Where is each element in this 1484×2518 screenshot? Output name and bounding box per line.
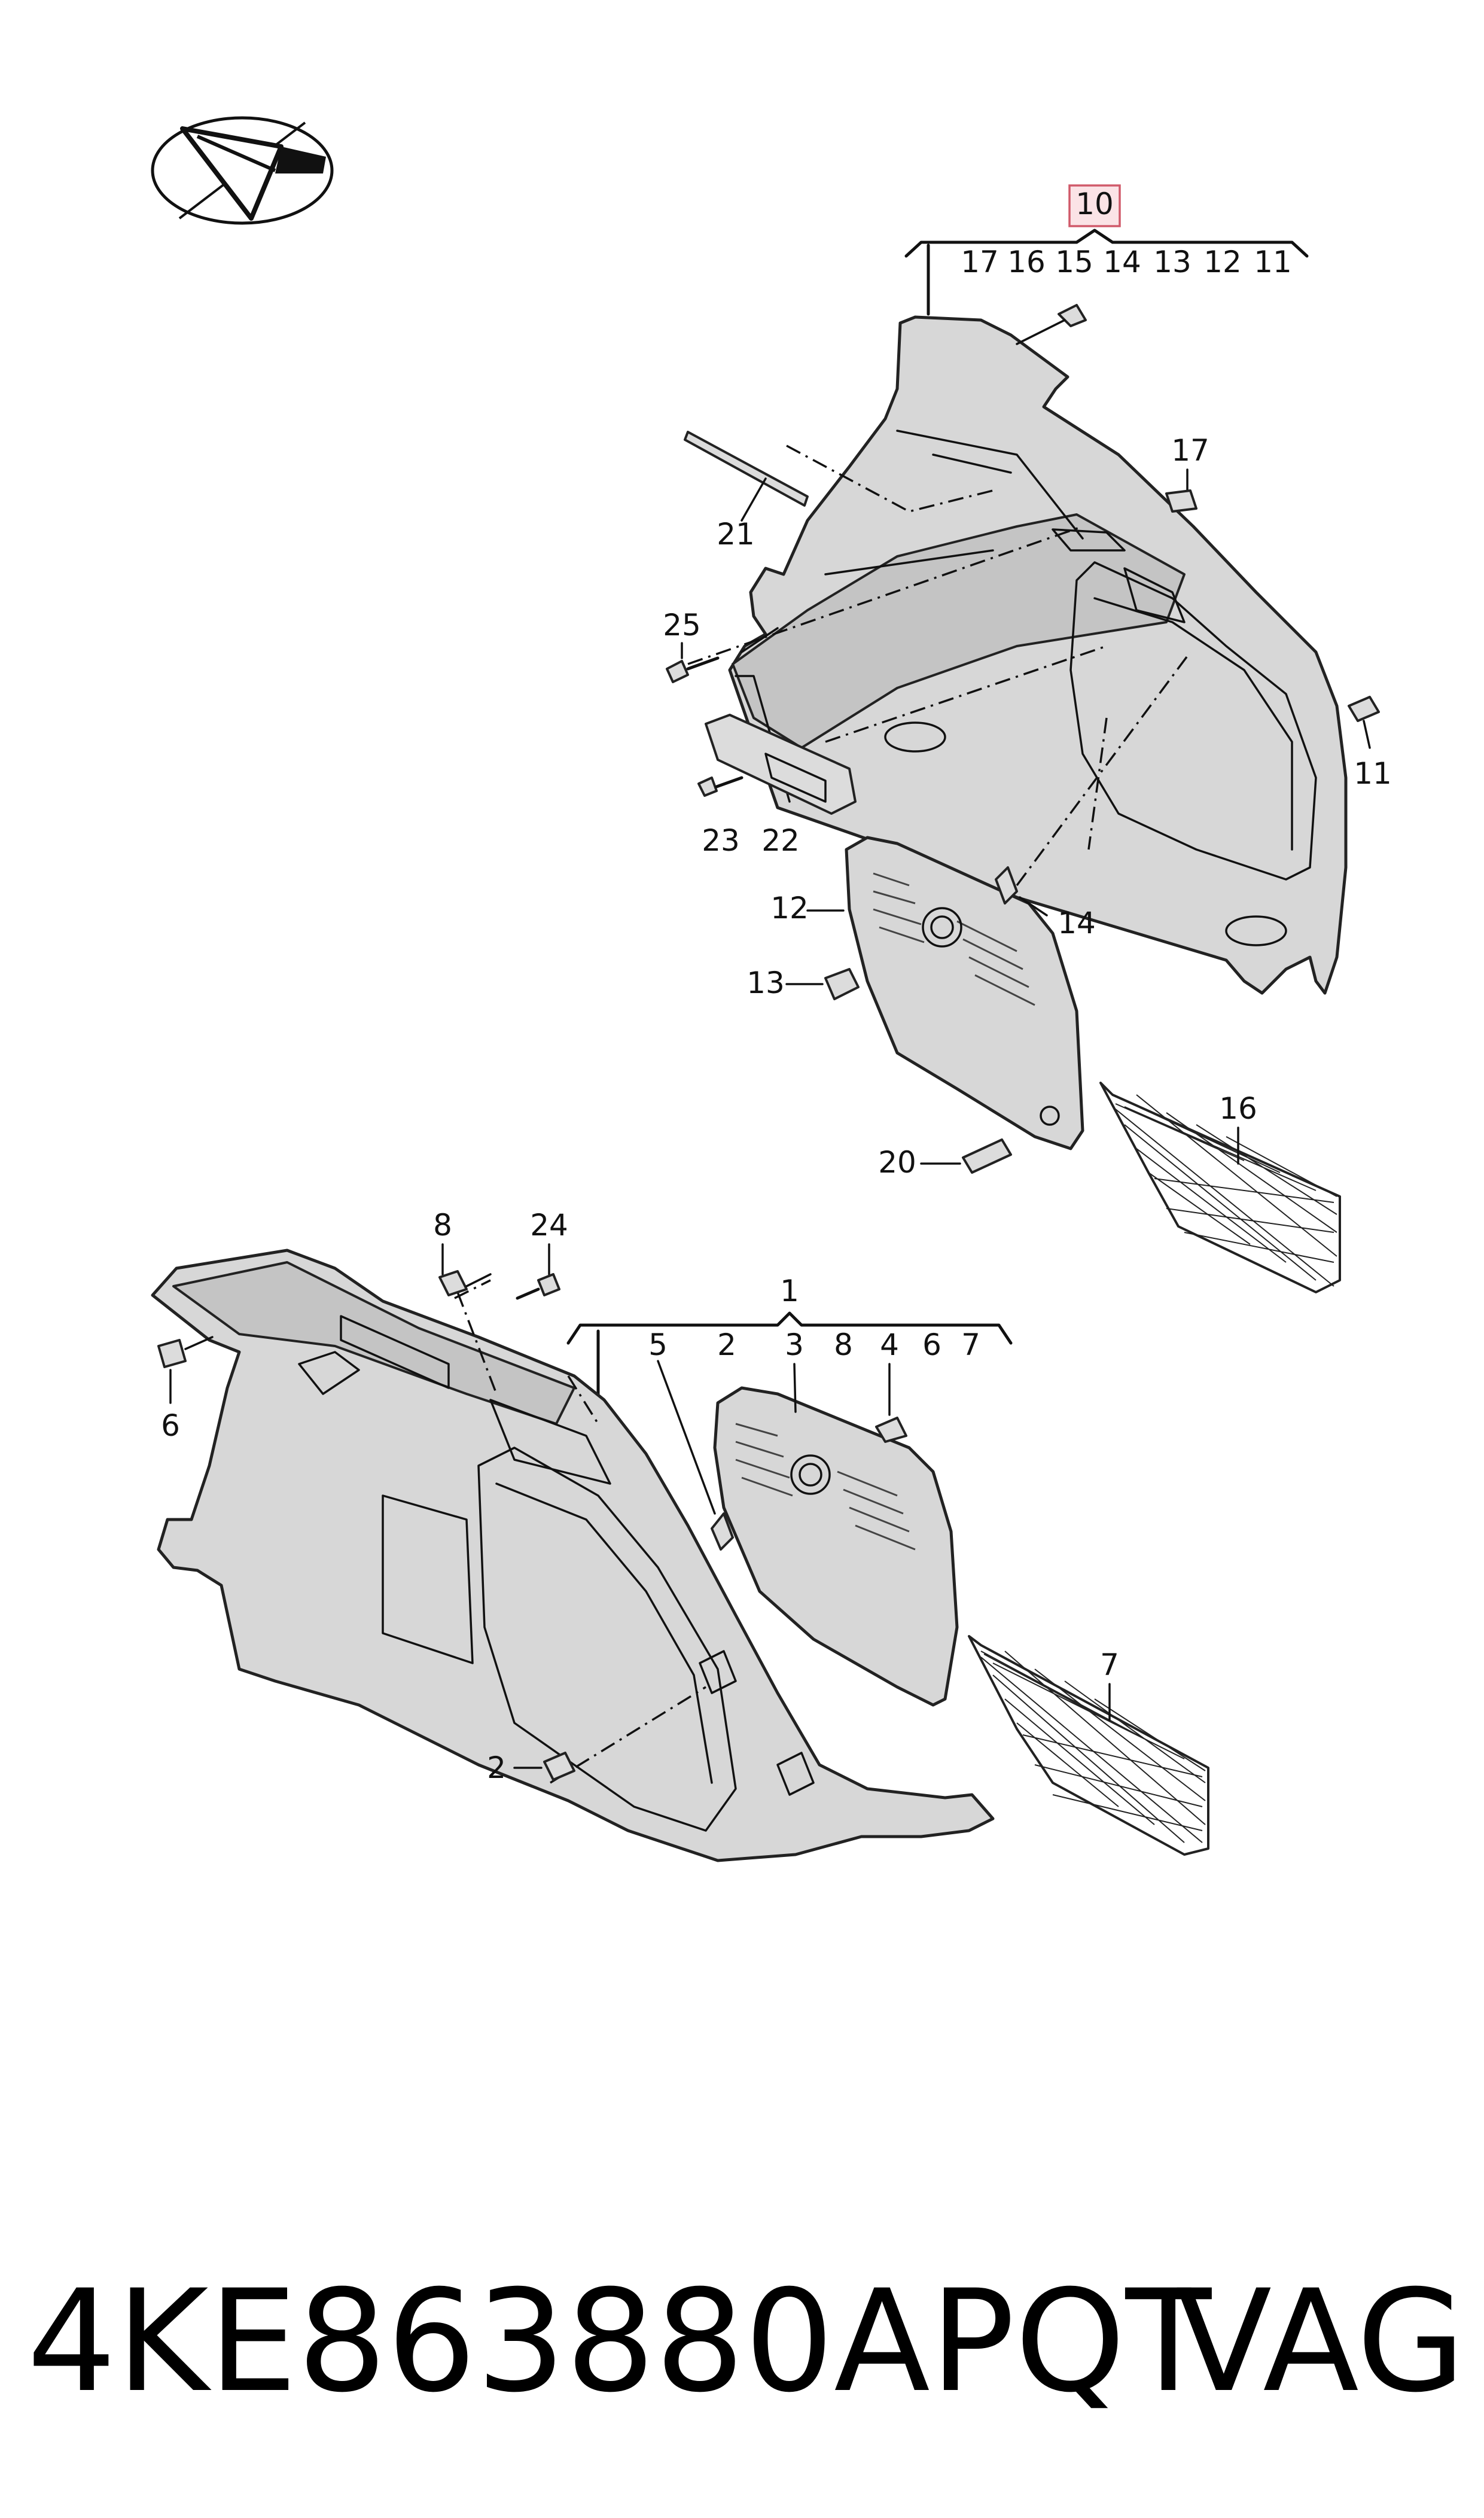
part-8-clip[interactable]: 8: [433, 1208, 492, 1296]
grille-lower: [735, 1423, 916, 1551]
part-7-net[interactable]: 7: [968, 1635, 1209, 1856]
callout-3[interactable]: 3: [785, 1327, 804, 1362]
part-16-net[interactable]: 16: [1099, 1082, 1341, 1293]
part-6-clip[interactable]: 6: [157, 1336, 214, 1443]
grille: [873, 872, 1035, 1006]
part-2-plug[interactable]: 2: [487, 1750, 575, 1785]
callout-15[interactable]: 15: [1055, 245, 1093, 279]
lower-trim-panel-assembly: 1 5 2 3 8 4 6 7 8: [151, 1208, 1209, 1862]
upper-trim-panel[interactable]: [728, 315, 1348, 995]
part-24-screw[interactable]: 24: [516, 1208, 568, 1300]
part-17-clip[interactable]: 17: [1165, 433, 1209, 513]
callout-23: 23: [702, 823, 740, 858]
part-4-knob[interactable]: [875, 1363, 907, 1443]
part-14-fastener[interactable]: 14: [995, 866, 1096, 940]
callout-16[interactable]: 16: [1007, 245, 1046, 279]
part-3-cover[interactable]: [713, 1363, 959, 1707]
callout-8b[interactable]: 8: [834, 1327, 853, 1362]
part-number: 4KE863880APQT: [27, 2260, 1212, 2423]
callout-1[interactable]: 1: [780, 1274, 799, 1308]
brand-name: VAG: [1176, 2260, 1465, 2423]
callout-11[interactable]: 11: [1254, 245, 1292, 279]
bottom-group-labels: 5 2 3 8 4 6 7: [648, 1327, 980, 1362]
callout-25: 25: [663, 608, 701, 643]
callout-7-label: 7: [1100, 1648, 1119, 1682]
callout-5[interactable]: 5: [648, 1327, 668, 1362]
compass-logo-icon: [151, 116, 334, 225]
callout-6-label: 6: [161, 1408, 180, 1443]
callout-7b[interactable]: 7: [961, 1327, 980, 1362]
part-20-plug[interactable]: 20: [878, 1138, 1012, 1180]
callout-17-label: 17: [1171, 433, 1209, 468]
lower-trim-panel[interactable]: [151, 1249, 995, 1862]
part-22-housing[interactable]: 22: [705, 714, 857, 858]
part-25-screw[interactable]: 25: [663, 608, 720, 683]
part-23-screw[interactable]: 23: [697, 776, 743, 858]
callout-24-label: 24: [530, 1208, 568, 1243]
callout-8-label: 8: [433, 1208, 452, 1243]
part-12-cover[interactable]: 12: [770, 836, 1084, 1150]
callout-4[interactable]: 4: [880, 1327, 899, 1362]
callout-13[interactable]: 13: [1153, 245, 1192, 279]
callout-20-label: 20: [878, 1145, 916, 1180]
callout-2-label: 2: [487, 1750, 506, 1785]
part-21-strip[interactable]: 21: [684, 431, 809, 552]
callout-13-label: 13: [746, 966, 785, 1000]
callout-12-label: 12: [770, 891, 809, 925]
callout-17[interactable]: 17: [961, 245, 999, 279]
callout-22: 22: [761, 823, 800, 858]
callout-14[interactable]: 14: [1103, 245, 1141, 279]
part-13-knob[interactable]: 13: [746, 966, 860, 1000]
highlight-box: [1068, 184, 1121, 227]
callout-2[interactable]: 2: [717, 1327, 736, 1362]
callout-10-highlighted[interactable]: 10: [1075, 187, 1114, 221]
part-15-clip[interactable]: [1016, 304, 1087, 345]
upper-trim-panel-assembly: 10 17 16 15 14 13 12 11: [663, 184, 1392, 1293]
part-5-fastener[interactable]: [657, 1360, 734, 1551]
callout-21: 21: [717, 517, 755, 552]
callout-6b[interactable]: 6: [922, 1327, 941, 1362]
part-11-grommet[interactable]: 11: [1348, 696, 1392, 791]
callout-16-label: 16: [1219, 1091, 1257, 1126]
callout-12[interactable]: 12: [1203, 245, 1242, 279]
callout-14-label: 14: [1058, 906, 1096, 940]
top-group-labels: 17 16 15 14 13 12 11: [961, 245, 1292, 279]
callout-11-label: 11: [1354, 756, 1392, 791]
